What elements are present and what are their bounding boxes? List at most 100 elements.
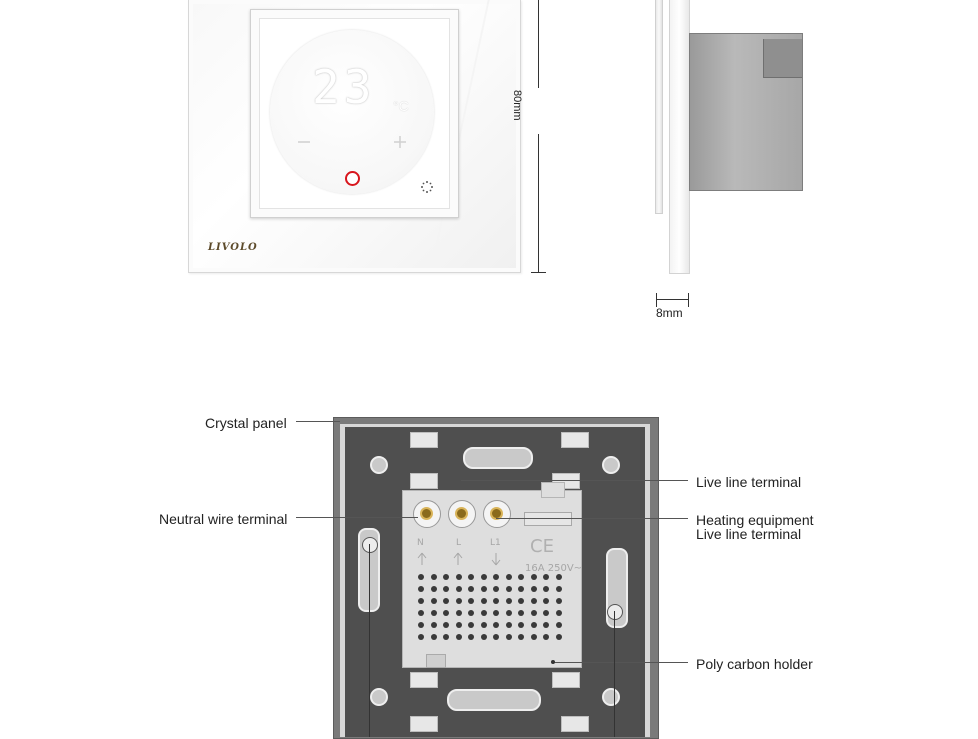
vent-hole [480, 586, 487, 592]
heating-equipment-callout-line2: Live line terminal [696, 526, 802, 542]
vent-hole [505, 610, 512, 616]
vent-hole [555, 622, 562, 628]
vent-hole [468, 622, 474, 628]
mounting-hole [602, 688, 620, 706]
fan-mode-icon[interactable] [420, 180, 434, 194]
vent-hole [518, 586, 524, 592]
vent-hole [468, 574, 474, 580]
neutral-terminal-screw [420, 507, 433, 520]
vent-hole [430, 574, 437, 580]
vent-hole [543, 598, 549, 604]
mounting-hole [370, 688, 388, 706]
screw-right [607, 604, 623, 620]
vent-hole [530, 598, 537, 604]
vent-hole [455, 622, 462, 628]
vent-hole [418, 634, 424, 640]
vent-hole [468, 634, 474, 640]
guide-line-right [614, 611, 615, 737]
vent-grid [418, 574, 568, 644]
vent-hole [480, 610, 487, 616]
vent-hole [493, 634, 499, 640]
mounting-slot-bottom [447, 689, 541, 711]
vent-hole [418, 610, 424, 616]
vent-hole [418, 586, 424, 592]
vent-hole [430, 586, 437, 592]
heating-live-terminal-screw [490, 507, 503, 520]
vent-hole [493, 622, 499, 628]
vent-hole [455, 574, 462, 580]
live-line-terminal-callout: Live line terminal [696, 474, 802, 490]
plate-tab [561, 716, 589, 732]
height-dimension-label-bg [533, 88, 544, 134]
rating-mark: 16A 250V~ [525, 563, 583, 574]
height-dimension-tick-bottom [531, 272, 546, 273]
neutral-wire-terminal-callout: Neutral wire terminal [159, 511, 288, 527]
terminal-mark-l: L [456, 538, 462, 548]
mounting-hole [602, 456, 620, 474]
vent-hole [518, 634, 524, 640]
vent-hole [555, 610, 562, 616]
guide-line-left [369, 544, 370, 737]
live-line-terminal-leader [461, 480, 688, 481]
depth-dimension-label: 8mm [656, 306, 683, 320]
live-terminal-screw [455, 507, 468, 520]
vent-hole [468, 598, 474, 604]
vent-hole [455, 610, 462, 616]
vent-hole [555, 574, 562, 580]
power-icon[interactable] [345, 171, 360, 186]
terminal-mark-n: N [417, 538, 424, 548]
vent-hole [480, 574, 487, 580]
mounting-hole [370, 456, 388, 474]
vent-hole [455, 586, 462, 592]
vent-hole [555, 634, 562, 640]
vent-hole [443, 634, 449, 640]
plus-icon[interactable] [393, 135, 407, 149]
vent-hole [543, 622, 549, 628]
vent-hole [493, 574, 499, 580]
poly-carbon-holder-callout: Poly carbon holder [696, 656, 813, 672]
screw-left [362, 537, 378, 553]
touch-display-circle [270, 30, 434, 194]
poly-carbon-holder-leader [553, 662, 688, 663]
vent-hole [530, 610, 537, 616]
arrow-up-icon [453, 552, 463, 565]
vent-hole [493, 610, 499, 616]
plate-tab [561, 432, 589, 448]
vent-hole [518, 622, 524, 628]
vent-hole [543, 610, 549, 616]
vent-hole [480, 598, 487, 604]
heating-equipment-leader [496, 518, 688, 519]
vent-hole [543, 586, 549, 592]
plate-tab [552, 672, 580, 688]
terminal-mark-l1: L1 [490, 538, 501, 548]
vent-hole [543, 634, 549, 640]
vent-hole [518, 598, 524, 604]
vent-hole [418, 598, 424, 604]
plate-tab [410, 672, 438, 688]
vent-hole [480, 622, 487, 628]
depth-dimension-tick-right [688, 293, 689, 307]
plate-tab [410, 432, 438, 448]
vent-hole [530, 634, 537, 640]
vent-hole [443, 610, 449, 616]
ce-mark-icon: CE [530, 536, 554, 557]
vent-hole [505, 634, 512, 640]
temperature-unit: °C [393, 98, 409, 114]
vent-hole [443, 574, 449, 580]
plate-tab [410, 716, 438, 732]
vent-hole [480, 634, 487, 640]
plate-tab [410, 473, 438, 489]
height-dimension-label: 80mm [511, 90, 523, 121]
vent-hole [443, 586, 449, 592]
minus-icon[interactable] [297, 135, 311, 149]
mounting-slot-top [463, 447, 533, 469]
vent-hole [418, 574, 424, 580]
crystal-panel-callout: Crystal panel [205, 415, 287, 431]
temperature-readout: 23 [312, 60, 376, 114]
vent-hole [505, 574, 512, 580]
vent-hole [530, 622, 537, 628]
depth-dimension-line [656, 299, 689, 300]
depth-dimension-tick-left [656, 293, 657, 307]
vent-hole [418, 622, 424, 628]
vent-hole [468, 610, 474, 616]
